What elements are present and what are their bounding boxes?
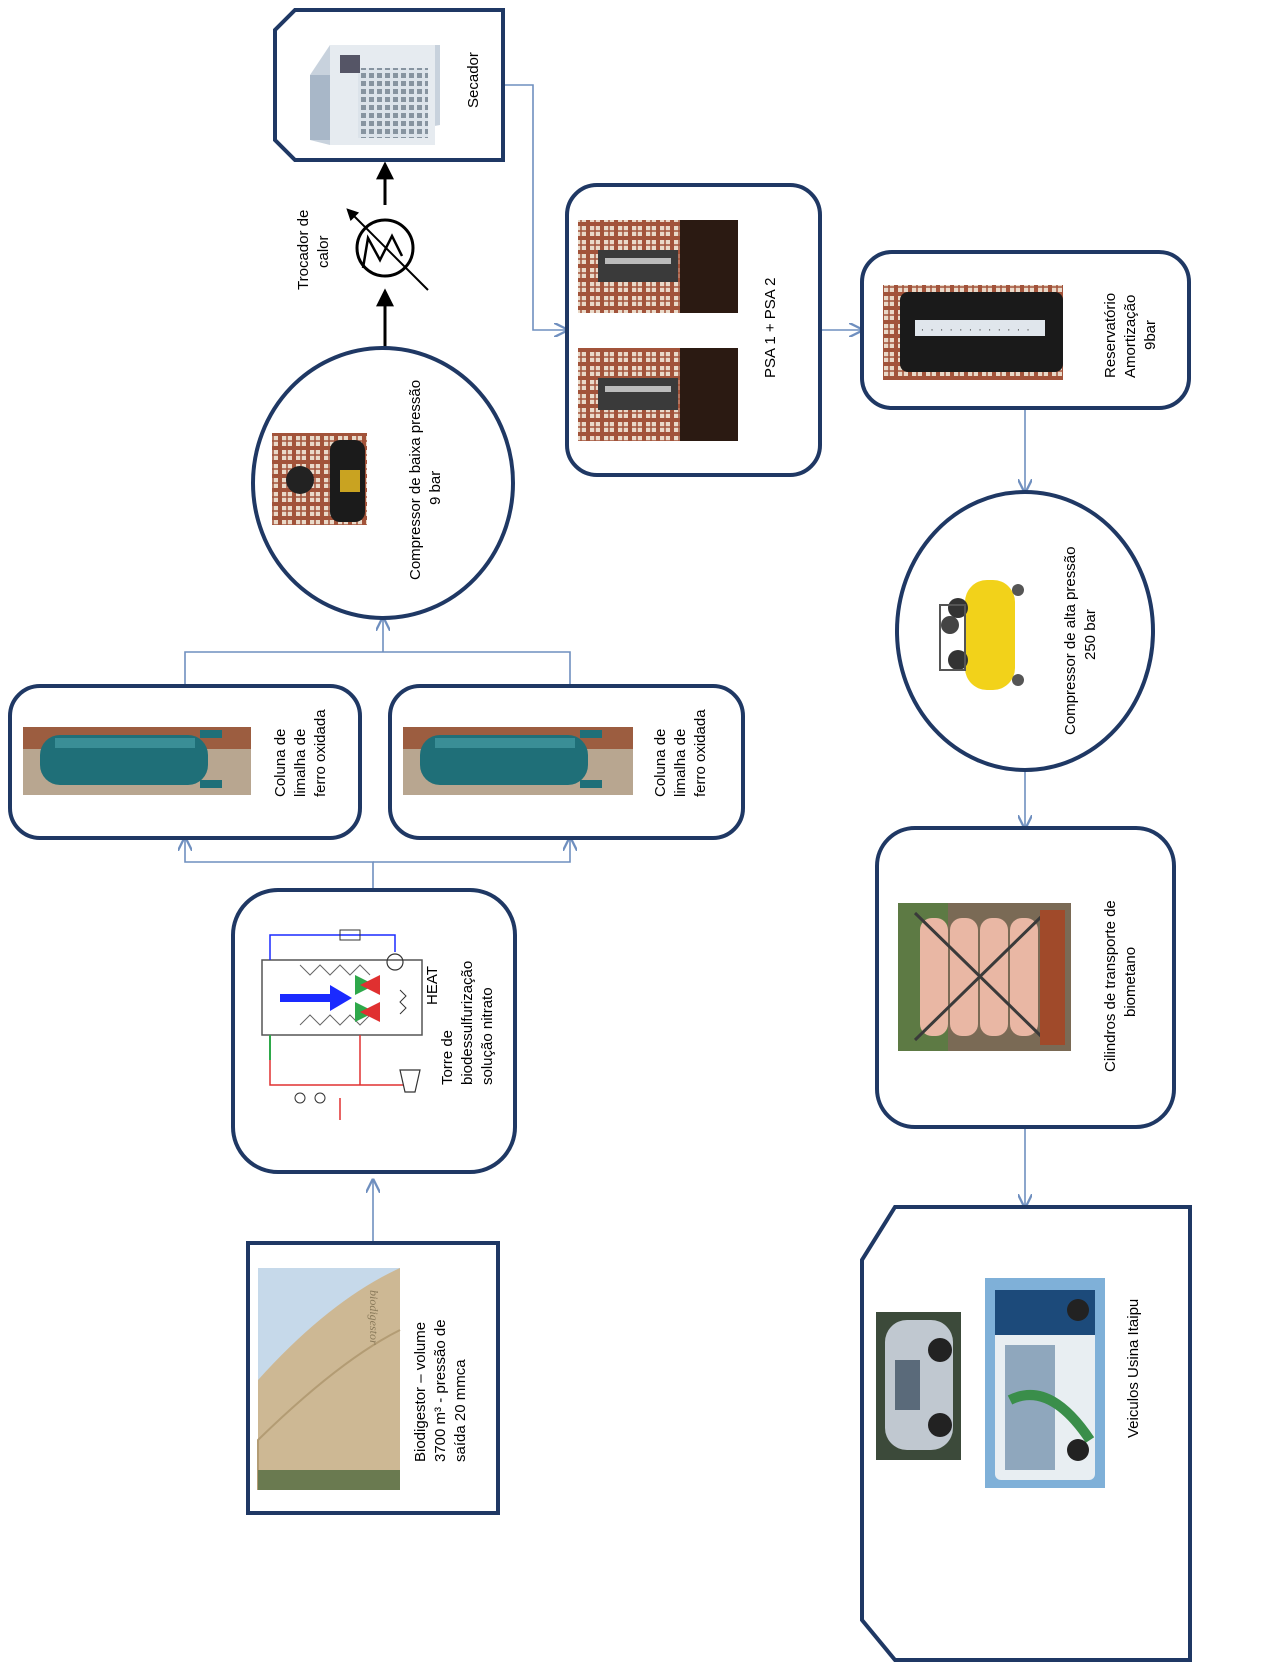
psa-photo-1 xyxy=(578,220,738,313)
trocador-node: Trocador de calor xyxy=(295,206,429,291)
biodigestor-node: biodigestor Biodigestor – volume 3700 m³… xyxy=(246,1241,500,1515)
compressor-alta-photo xyxy=(939,580,1024,690)
connectors xyxy=(184,84,1025,1243)
coluna-1-photo xyxy=(23,727,251,795)
trocador-label: Trocador de calor xyxy=(295,206,332,291)
compressor-alta-node: Compressor de alta pressão 250 bar xyxy=(895,490,1155,772)
cilindros-node: Cilindros de transporte de biometano xyxy=(875,826,1176,1129)
reservatorio-label: Reservatório Amortização 9bar xyxy=(1102,289,1159,378)
torre-label: Torre de biodessulfurização solução nitr… xyxy=(439,957,496,1085)
torre-node: HEAT Torre de biodessulfurização solução… xyxy=(231,888,517,1174)
compressor-baixa-node: Compressor de baixa pressão 9 bar xyxy=(251,346,515,620)
veiculos-node: Veiculos Usina Itaipu xyxy=(860,1205,1192,1662)
heat-label: HEAT xyxy=(424,966,441,1005)
compressor-baixa-label: Compressor de baixa pressão 9 bar xyxy=(407,376,444,580)
torre-schematic: HEAT xyxy=(261,929,441,1120)
svg-text:biodigestor: biodigestor xyxy=(367,1290,381,1345)
columns-merge-line xyxy=(184,651,571,686)
svg-text:· · · · · · · · · · · ·: · · · · · · · · · · · · xyxy=(920,326,1030,335)
coluna-2-label: Coluna de limalha de ferro oxidada xyxy=(652,709,709,797)
compressor-alta-circle xyxy=(895,490,1155,772)
secador-photo xyxy=(310,45,440,145)
secador-node: Secador xyxy=(273,8,505,162)
secador-label: Secador xyxy=(465,52,482,108)
reservatorio-node: · · · · · · · · · · · · Reservatório Amo… xyxy=(860,250,1191,410)
veiculos-label: Veiculos Usina Itaipu xyxy=(1125,1299,1142,1438)
coluna-2-node: Coluna de limalha de ferro oxidada xyxy=(388,684,745,840)
coluna-1-node: Coluna de limalha de ferro oxidada xyxy=(8,684,362,840)
secador-to-psa-arrow xyxy=(503,84,567,330)
compressor-alta-label: Compressor de alta pressão 250 bar xyxy=(1062,542,1099,735)
torre-to-coluna1-arrow xyxy=(185,838,374,890)
compressor-baixa-circle xyxy=(251,346,515,620)
cilindros-label: Cilindros de transporte de biometano xyxy=(1102,896,1139,1072)
torre-to-coluna2-arrow xyxy=(373,838,570,863)
psa-node: PSA 1 + PSA 2 xyxy=(565,183,822,477)
psa-photo-2 xyxy=(578,348,738,441)
heat-exchanger-icon xyxy=(346,208,429,291)
cilindros-photo xyxy=(898,903,1071,1051)
biodigestor-photo: biodigestor xyxy=(257,1268,401,1490)
compressor-baixa-photo xyxy=(272,433,367,525)
coluna-1-label: Coluna de limalha de ferro oxidada xyxy=(272,709,329,797)
bus-photo xyxy=(985,1278,1105,1488)
car-photo xyxy=(876,1312,961,1460)
coluna-2-photo xyxy=(403,727,633,795)
psa-label: PSA 1 + PSA 2 xyxy=(762,278,779,379)
reservatorio-photo: · · · · · · · · · · · · xyxy=(883,285,1063,380)
biodigestor-label: Biodigestor – volume 3700 m³ - pressão d… xyxy=(412,1315,469,1462)
